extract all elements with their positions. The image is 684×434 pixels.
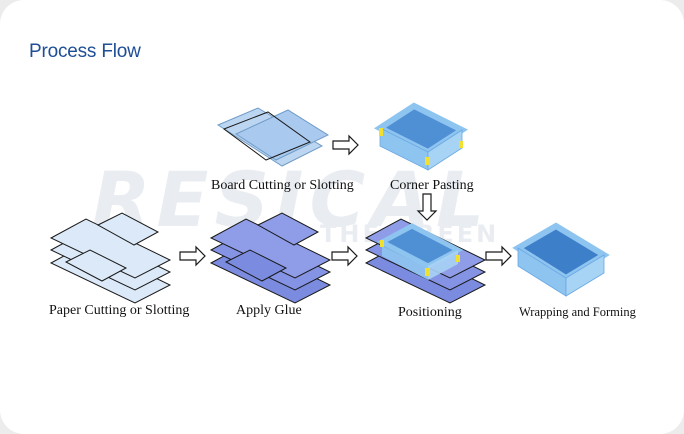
corner-tape-icon	[456, 255, 460, 262]
step-label-wrapping-forming: Wrapping and Forming	[519, 305, 636, 319]
step-label-corner-pasting: Corner Pasting	[390, 178, 474, 193]
step-label-positioning: Positioning	[398, 305, 462, 320]
arrow-right-icon	[485, 245, 512, 267]
corner-tape-icon	[379, 128, 383, 136]
arrow-right-icon	[331, 245, 358, 267]
corner-tape-icon	[425, 157, 430, 165]
positioning-illustration	[364, 218, 487, 304]
paper-cutting-illustration	[49, 212, 172, 304]
arrow-down-icon	[416, 193, 438, 221]
step-label-paper-cutting: Paper Cutting or Slotting	[49, 303, 190, 318]
step-label-apply-glue: Apply Glue	[236, 303, 302, 318]
corner-tape-icon	[380, 240, 384, 247]
corner-tape-icon	[425, 268, 430, 276]
wrapping-forming-illustration	[512, 222, 610, 297]
step-label-board-cutting: Board Cutting or Slotting	[211, 178, 354, 193]
arrow-right-icon	[332, 134, 359, 156]
apply-glue-illustration	[209, 212, 332, 304]
board-cutting-illustration	[216, 107, 330, 167]
arrow-right-icon	[179, 245, 206, 267]
corner-tape-icon	[459, 141, 463, 148]
page-title: Process Flow	[29, 41, 141, 62]
corner-pasting-illustration	[373, 102, 469, 171]
